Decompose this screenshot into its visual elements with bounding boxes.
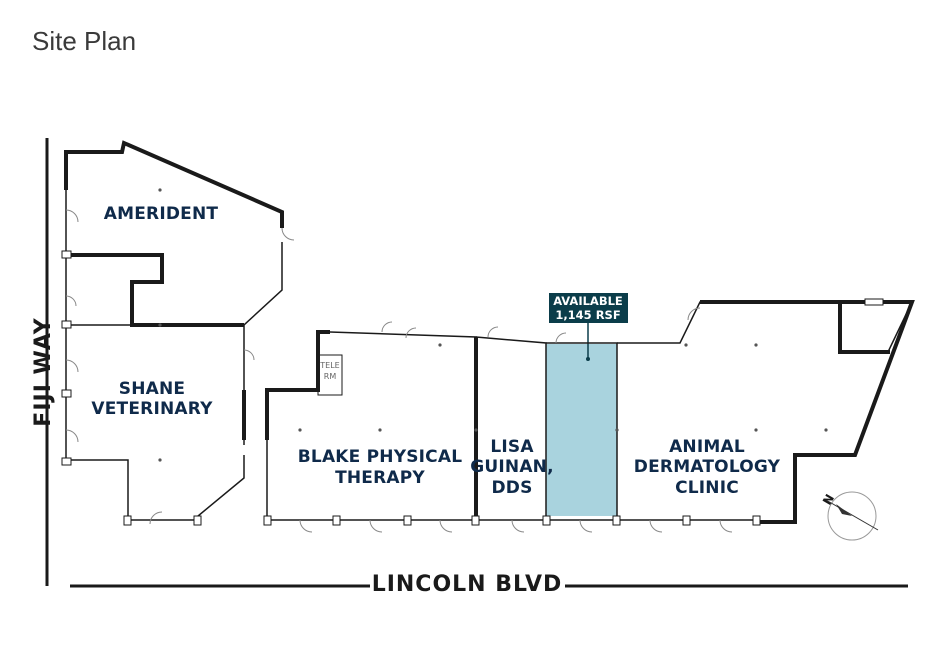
page-title: Site Plan — [32, 26, 137, 56]
tenant-blake-line1: BLAKE PHYSICAL — [298, 447, 462, 467]
tenant-animal-line3: CLINIC — [675, 478, 739, 498]
tenant-animal-line1: ANIMAL — [669, 437, 745, 457]
tenant-lisa-line2: GUINAN, — [470, 457, 554, 477]
east-building: TELE RM — [263, 298, 915, 533]
tele-room-line2: RM — [324, 372, 337, 381]
tenant-shane-line2: VETERINARY — [91, 399, 213, 419]
lincoln-blvd-label: LINCOLN BLVD — [372, 572, 563, 597]
tele-room-line1: TELE — [319, 361, 339, 370]
west-building — [61, 140, 295, 526]
available-area: 1,145 RSF — [555, 308, 620, 322]
tenant-shane-line1: SHANE — [119, 379, 185, 399]
available-badge[interactable]: AVAILABLE 1,145 RSF — [549, 293, 628, 361]
available-suite[interactable] — [546, 344, 617, 516]
available-label: AVAILABLE — [553, 294, 623, 308]
fiji-way-label: FIJI WAY — [31, 317, 56, 426]
tenant-lisa-line1: LISA — [490, 437, 534, 457]
north-arrow-icon: N — [820, 491, 879, 541]
tenant-animal-line2: DERMATOLOGY — [634, 457, 781, 477]
tenant-amerident: AMERIDENT — [104, 204, 219, 224]
tenant-lisa-line3: DDS — [491, 478, 532, 498]
tenant-blake-line2: THERAPY — [335, 468, 425, 488]
